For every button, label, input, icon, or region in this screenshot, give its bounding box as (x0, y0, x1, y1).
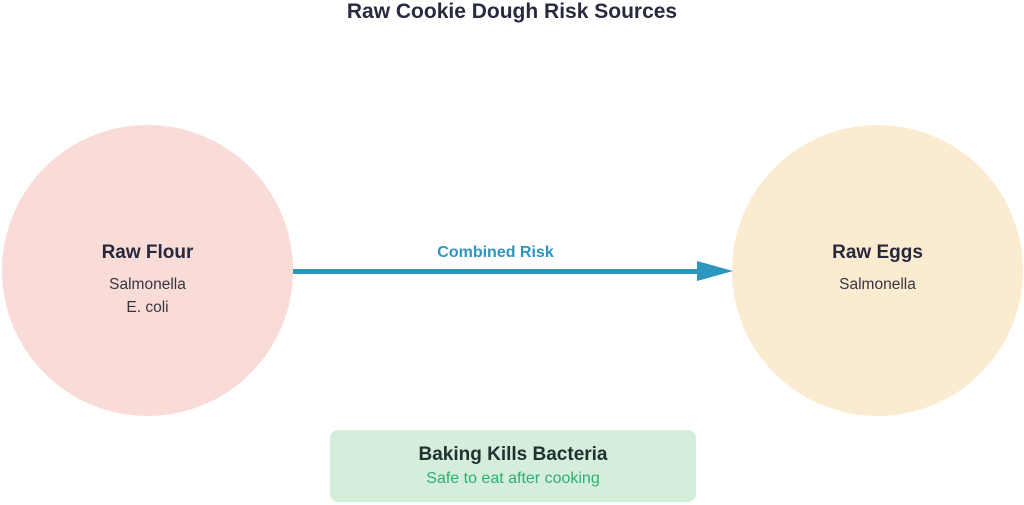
node-raw-eggs-text: Raw Eggs Salmonella (732, 241, 1023, 296)
edge-label-combined-risk: Combined Risk (437, 244, 554, 261)
node-raw-flour-label: Raw Flour (101, 242, 194, 263)
node-raw-eggs-label: Raw Eggs (832, 242, 923, 263)
edge-arrowhead-icon (697, 261, 733, 281)
note-title: Baking Kills Bacteria (418, 444, 608, 465)
node-raw-flour: Raw Flour Salmonella E. coli (2, 125, 293, 416)
note-baking-kills-bacteria: Baking Kills Bacteria Safe to eat after … (330, 430, 696, 502)
node-raw-flour-sublabel-ecoli: E. coli (126, 299, 169, 316)
node-raw-eggs: Raw Eggs Salmonella (732, 125, 1023, 416)
edge-line (293, 269, 699, 274)
diagram-title: Raw Cookie Dough Risk Sources (346, 0, 678, 23)
node-raw-flour-text: Raw Flour Salmonella E. coli (2, 241, 293, 319)
node-raw-eggs-sublabel-salmonella: Salmonella (839, 276, 916, 293)
node-raw-flour-sublabel-salmonella: Salmonella (109, 276, 186, 293)
note-subtitle: Safe to eat after cooking (426, 470, 600, 487)
